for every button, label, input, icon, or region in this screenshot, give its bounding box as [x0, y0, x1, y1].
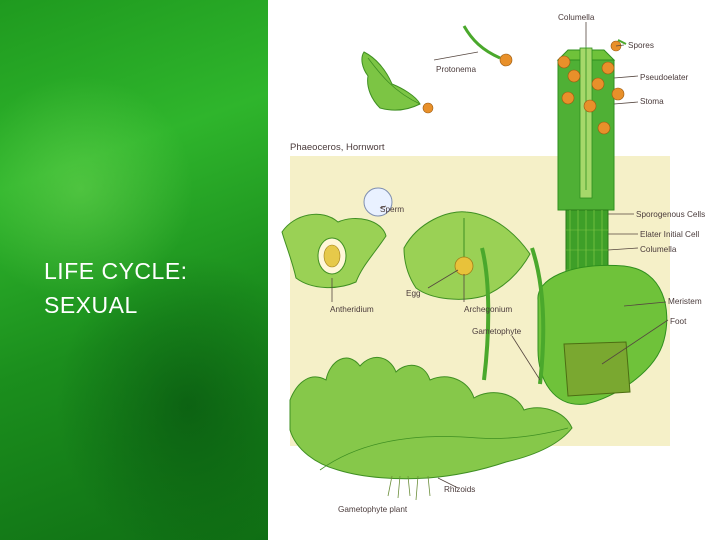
slide-title-line-2: SEXUAL	[44, 288, 188, 322]
rhizoids-drawing	[388, 476, 430, 500]
hornwort-life-cycle-diagram: Phaeoceros, Hornwort Columella Spores Pr…	[268, 0, 720, 540]
label-archegonium: Archegonium	[464, 305, 512, 314]
label-columella-top: Columella	[558, 13, 595, 22]
label-gametophyte: Gametophyte	[472, 327, 522, 336]
label-protonema: Protonema	[436, 65, 476, 74]
label-rhizoids: Rhizoids	[444, 485, 475, 494]
label-foot: Foot	[670, 317, 687, 326]
diagram-header: Phaeoceros, Hornwort	[290, 142, 385, 153]
label-egg: Egg	[406, 289, 421, 298]
diagram-svg: Phaeoceros, Hornwort Columella Spores Pr…	[268, 0, 720, 540]
label-spores: Spores	[628, 41, 654, 50]
label-elater-initial-cell: Elater Initial Cell	[640, 230, 699, 239]
label-meristem: Meristem	[668, 297, 702, 306]
slide-title-line-1: LIFE CYCLE:	[44, 254, 188, 288]
label-gametophyte-plant: Gametophyte plant	[338, 505, 408, 514]
label-stoma: Stoma	[640, 97, 664, 106]
label-pseudoelater: Pseudoelater	[640, 73, 689, 82]
slide-title: LIFE CYCLE: SEXUAL	[44, 254, 188, 322]
label-antheridium: Antheridium	[330, 305, 374, 314]
label-columella-mid: Columella	[640, 245, 677, 254]
label-sporogenous-cells: Sporogenous Cells	[636, 210, 705, 219]
label-sperm: Sperm	[380, 205, 404, 214]
